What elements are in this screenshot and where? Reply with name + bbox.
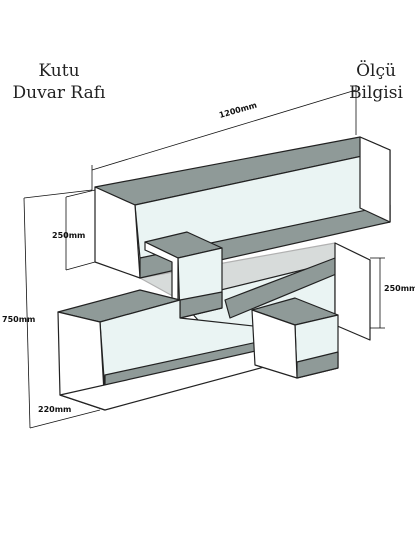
product-title-line2: Duvar Rafı	[12, 83, 106, 103]
width-label: 1200mm	[218, 101, 258, 120]
dimension-lines	[23, 85, 385, 429]
product-title-line1: Kutu	[38, 61, 80, 81]
upper-box-height-label: 250mm	[52, 231, 85, 240]
middle-shelf-right-side	[334, 242, 371, 341]
product-title: Kutu Duvar Rafı	[4, 60, 114, 104]
depth-dim-line	[29, 409, 101, 429]
top-shelf-right-side	[359, 136, 391, 223]
measurement-title: Ölçü Bilgisi	[341, 60, 411, 104]
measurement-title-line1: Ölçü	[356, 61, 396, 81]
measurement-title-line2: Bilgisi	[349, 83, 403, 103]
height-dim-line	[23, 197, 31, 429]
right-cube-left-side	[251, 309, 298, 379]
depth-label: 220mm	[38, 405, 71, 414]
right-box-height-label: 250mm	[384, 284, 415, 293]
shelf-drawing	[57, 136, 391, 411]
total-height-label: 750mm	[2, 315, 35, 324]
width-dim-line	[91, 89, 357, 171]
